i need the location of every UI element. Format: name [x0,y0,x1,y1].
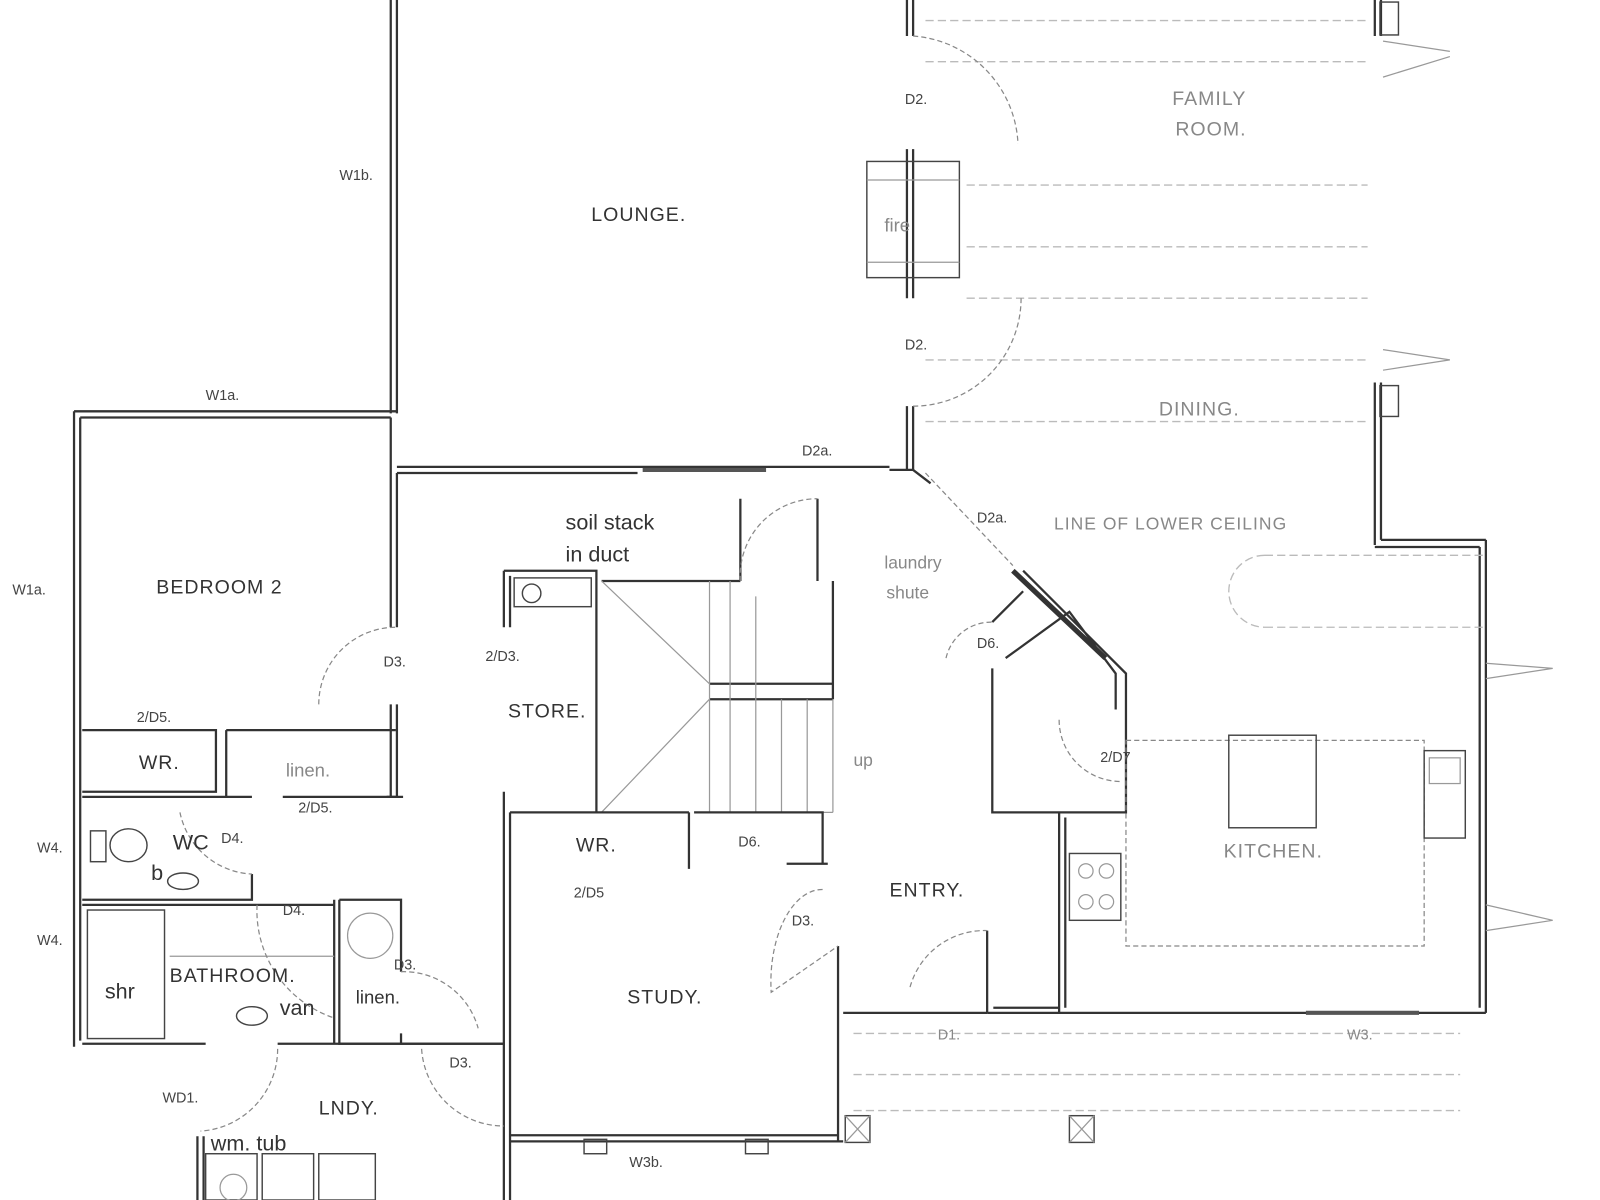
window-code: W1a. [12,582,46,598]
soil-stack-label-2: in duct [566,541,630,566]
room-label-bathroom: BATHROOM. [170,965,296,987]
window-code: W3b. [629,1155,663,1171]
room-label-family-2: ROOM. [1175,119,1246,141]
door-code: 2/D5. [137,710,171,726]
door-code: D6. [977,636,999,652]
door-code: D3. [792,913,814,929]
door-code: 2/D5 [574,886,604,902]
window-code: W1b. [339,168,373,184]
room-label-family: FAMILY [1172,88,1246,110]
door-code: D2. [905,338,927,354]
shute-line [1011,568,1108,660]
room-label-store: STORE. [508,701,586,723]
room-label-wr-study: WR. [576,834,617,856]
shower-label: shr [105,978,135,1003]
door-code: D3. [394,958,416,974]
door-code: D1. [938,1028,960,1044]
wm-tub-label: wm. tub [210,1131,287,1156]
room-label-lndy: LNDY. [319,1098,379,1120]
stair-up-label: up [853,750,872,770]
room-label-bedroom-2: BEDROOM 2 [156,576,282,598]
room-label-study: STUDY. [627,987,702,1009]
linen-label-bathroom: linen. [356,987,400,1008]
room-label-wr-bedroom: WR. [139,752,180,774]
basin-label: b [151,860,163,885]
door-code: D2a. [802,444,832,460]
door-code: D6. [738,834,760,850]
vanity-label: van [280,995,315,1020]
room-label-entry: ENTRY. [889,880,964,902]
door-code: D4. [283,903,305,919]
door-code: D4. [221,831,243,847]
door-code: D2a. [977,510,1007,526]
lower-ceiling-label: LINE OF LOWER CEILING [1054,514,1287,534]
door-code: 2/D5. [298,800,332,816]
door-code: 2/D7 [1100,750,1130,766]
window-code: W1a. [206,388,240,404]
window-code: W3. [1347,1028,1373,1044]
door-code: D3. [449,1055,471,1071]
laundry-shute-label: laundry [884,553,942,573]
door-code: D2. [905,92,927,108]
window-code: W4. [37,933,63,949]
room-label-dining: DINING. [1159,398,1240,420]
laundry-shute-label-2: shute [886,582,929,602]
room-label-lounge: LOUNGE. [591,204,686,226]
room-label-wc: WC [173,829,209,854]
door-code: 2/D3. [485,649,519,665]
soil-stack-label: soil stack [566,510,655,535]
linen-label-bedroom: linen. [286,759,330,780]
window-code: WD1. [162,1090,198,1106]
walls [72,0,1553,1200]
door-code: D3. [384,654,406,670]
room-label-kitchen: KITCHEN. [1224,841,1323,863]
door-swings [179,35,1121,1132]
fire-label: fire [884,214,910,235]
window-code: W4. [37,840,63,856]
